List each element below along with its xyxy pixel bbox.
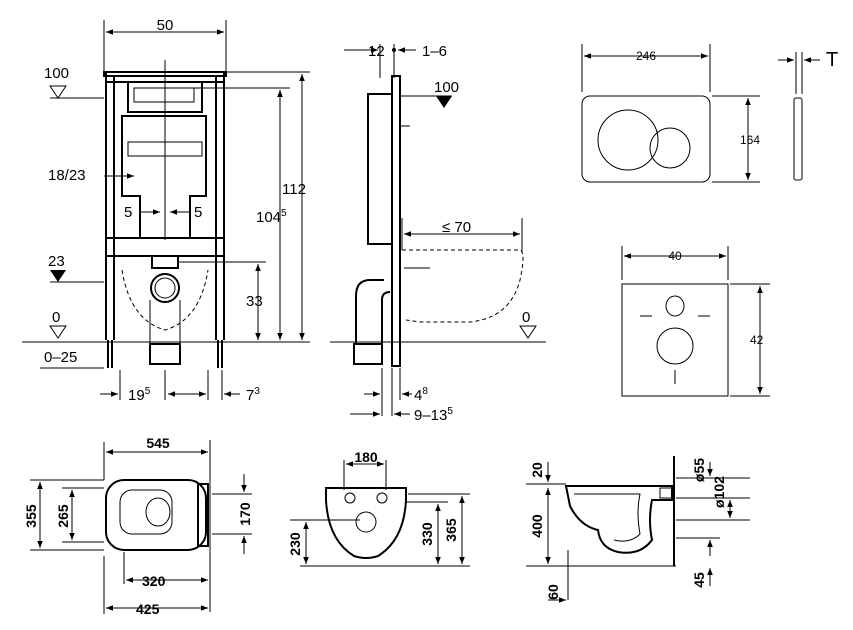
side-bottom-9-13-label: 9–13 [414,407,447,424]
side-ref-100-label: 100 [434,79,459,96]
side-bottom-9-13-sup: 5 [447,406,453,417]
bowl-top-view: 545 355 265 170 320 425 [23,435,253,617]
frame-height-104-sup: 5 [281,208,287,219]
bowl-side-h400-label: 400 [529,514,545,538]
frame-bottom-19-label: 19 [128,387,145,404]
frame-height-33-label: 33 [246,293,263,310]
bowl-front-width-label: 180 [354,449,378,465]
plate-thickness-label: T [826,49,838,71]
bowl-front-h330-label: 330 [419,522,435,546]
svg-text:9–135: 9–135 [414,406,453,424]
bowl-side-h60-label: 60 [545,584,561,600]
frame-label-5-left: 5 [124,204,132,221]
bowl-side-section: 20 400 60 ø55 ø102 45 [526,456,750,603]
bowl-top-length-label: 545 [146,435,170,451]
frame-side-view: 12 1–6 100 ≤ 70 0 48 9–135 [330,43,546,424]
svg-text:48: 48 [414,386,428,404]
svg-text:195: 195 [128,386,151,404]
plate-height-label: 164 [740,133,760,147]
side-bottom-4-sup: 8 [422,386,428,397]
bowl-top-width-265-label: 265 [55,504,71,528]
sound-mat: 40 42 [621,246,770,397]
frame-ref-100-label: 100 [44,65,69,82]
side-le-70-label: ≤ 70 [442,219,471,236]
bowl-top-width-170-label: 170 [237,502,253,526]
frame-height-112-label: 112 [282,181,306,198]
bowl-top-length-320-label: 320 [142,573,166,589]
frame-bottom-7-sup: 3 [254,386,260,397]
frame-height-104-label: 104 [256,209,281,226]
frame-bottom-7-label: 7 [246,387,254,404]
frame-label-0: 0 [52,309,60,326]
flush-plate: 246 164 T [581,44,838,183]
bowl-top-width-355-label: 355 [23,504,39,528]
frame-label-0-25: 0–25 [44,349,77,366]
svg-text:1045: 1045 [256,208,287,226]
frame-bottom-19-sup: 5 [145,386,151,397]
side-top-1-6-label: 1–6 [422,43,447,60]
side-bottom-4-label: 4 [414,387,422,404]
bowl-side-h45-label: 45 [691,572,707,588]
bowl-side-d20-label: 20 [529,462,545,478]
svg-text:73: 73 [246,386,260,404]
frame-label-23: 23 [48,253,65,270]
bowl-side-d102-label: ø102 [711,476,727,508]
bowl-front-h365-label: 365 [443,518,459,542]
plate-width-label: 246 [636,49,656,63]
side-top-12-label: 12 [368,43,385,60]
bowl-front-h230-label: 230 [287,532,303,556]
bowl-side-d55-label: ø55 [691,458,707,482]
mat-width-label: 40 [668,249,682,263]
frame-label-18-23: 18/23 [48,167,86,184]
frame-front-view: 50 GEBERIT 100 18/23 [22,17,310,404]
frame-width-label: 50 [157,17,174,34]
bowl-front-view: 180 230 330 365 [287,449,470,567]
bowl-top-length-425-label: 425 [136,601,160,617]
frame-label-5-right: 5 [194,204,202,221]
mat-height-label: 42 [750,333,764,347]
side-label-0: 0 [522,309,530,326]
